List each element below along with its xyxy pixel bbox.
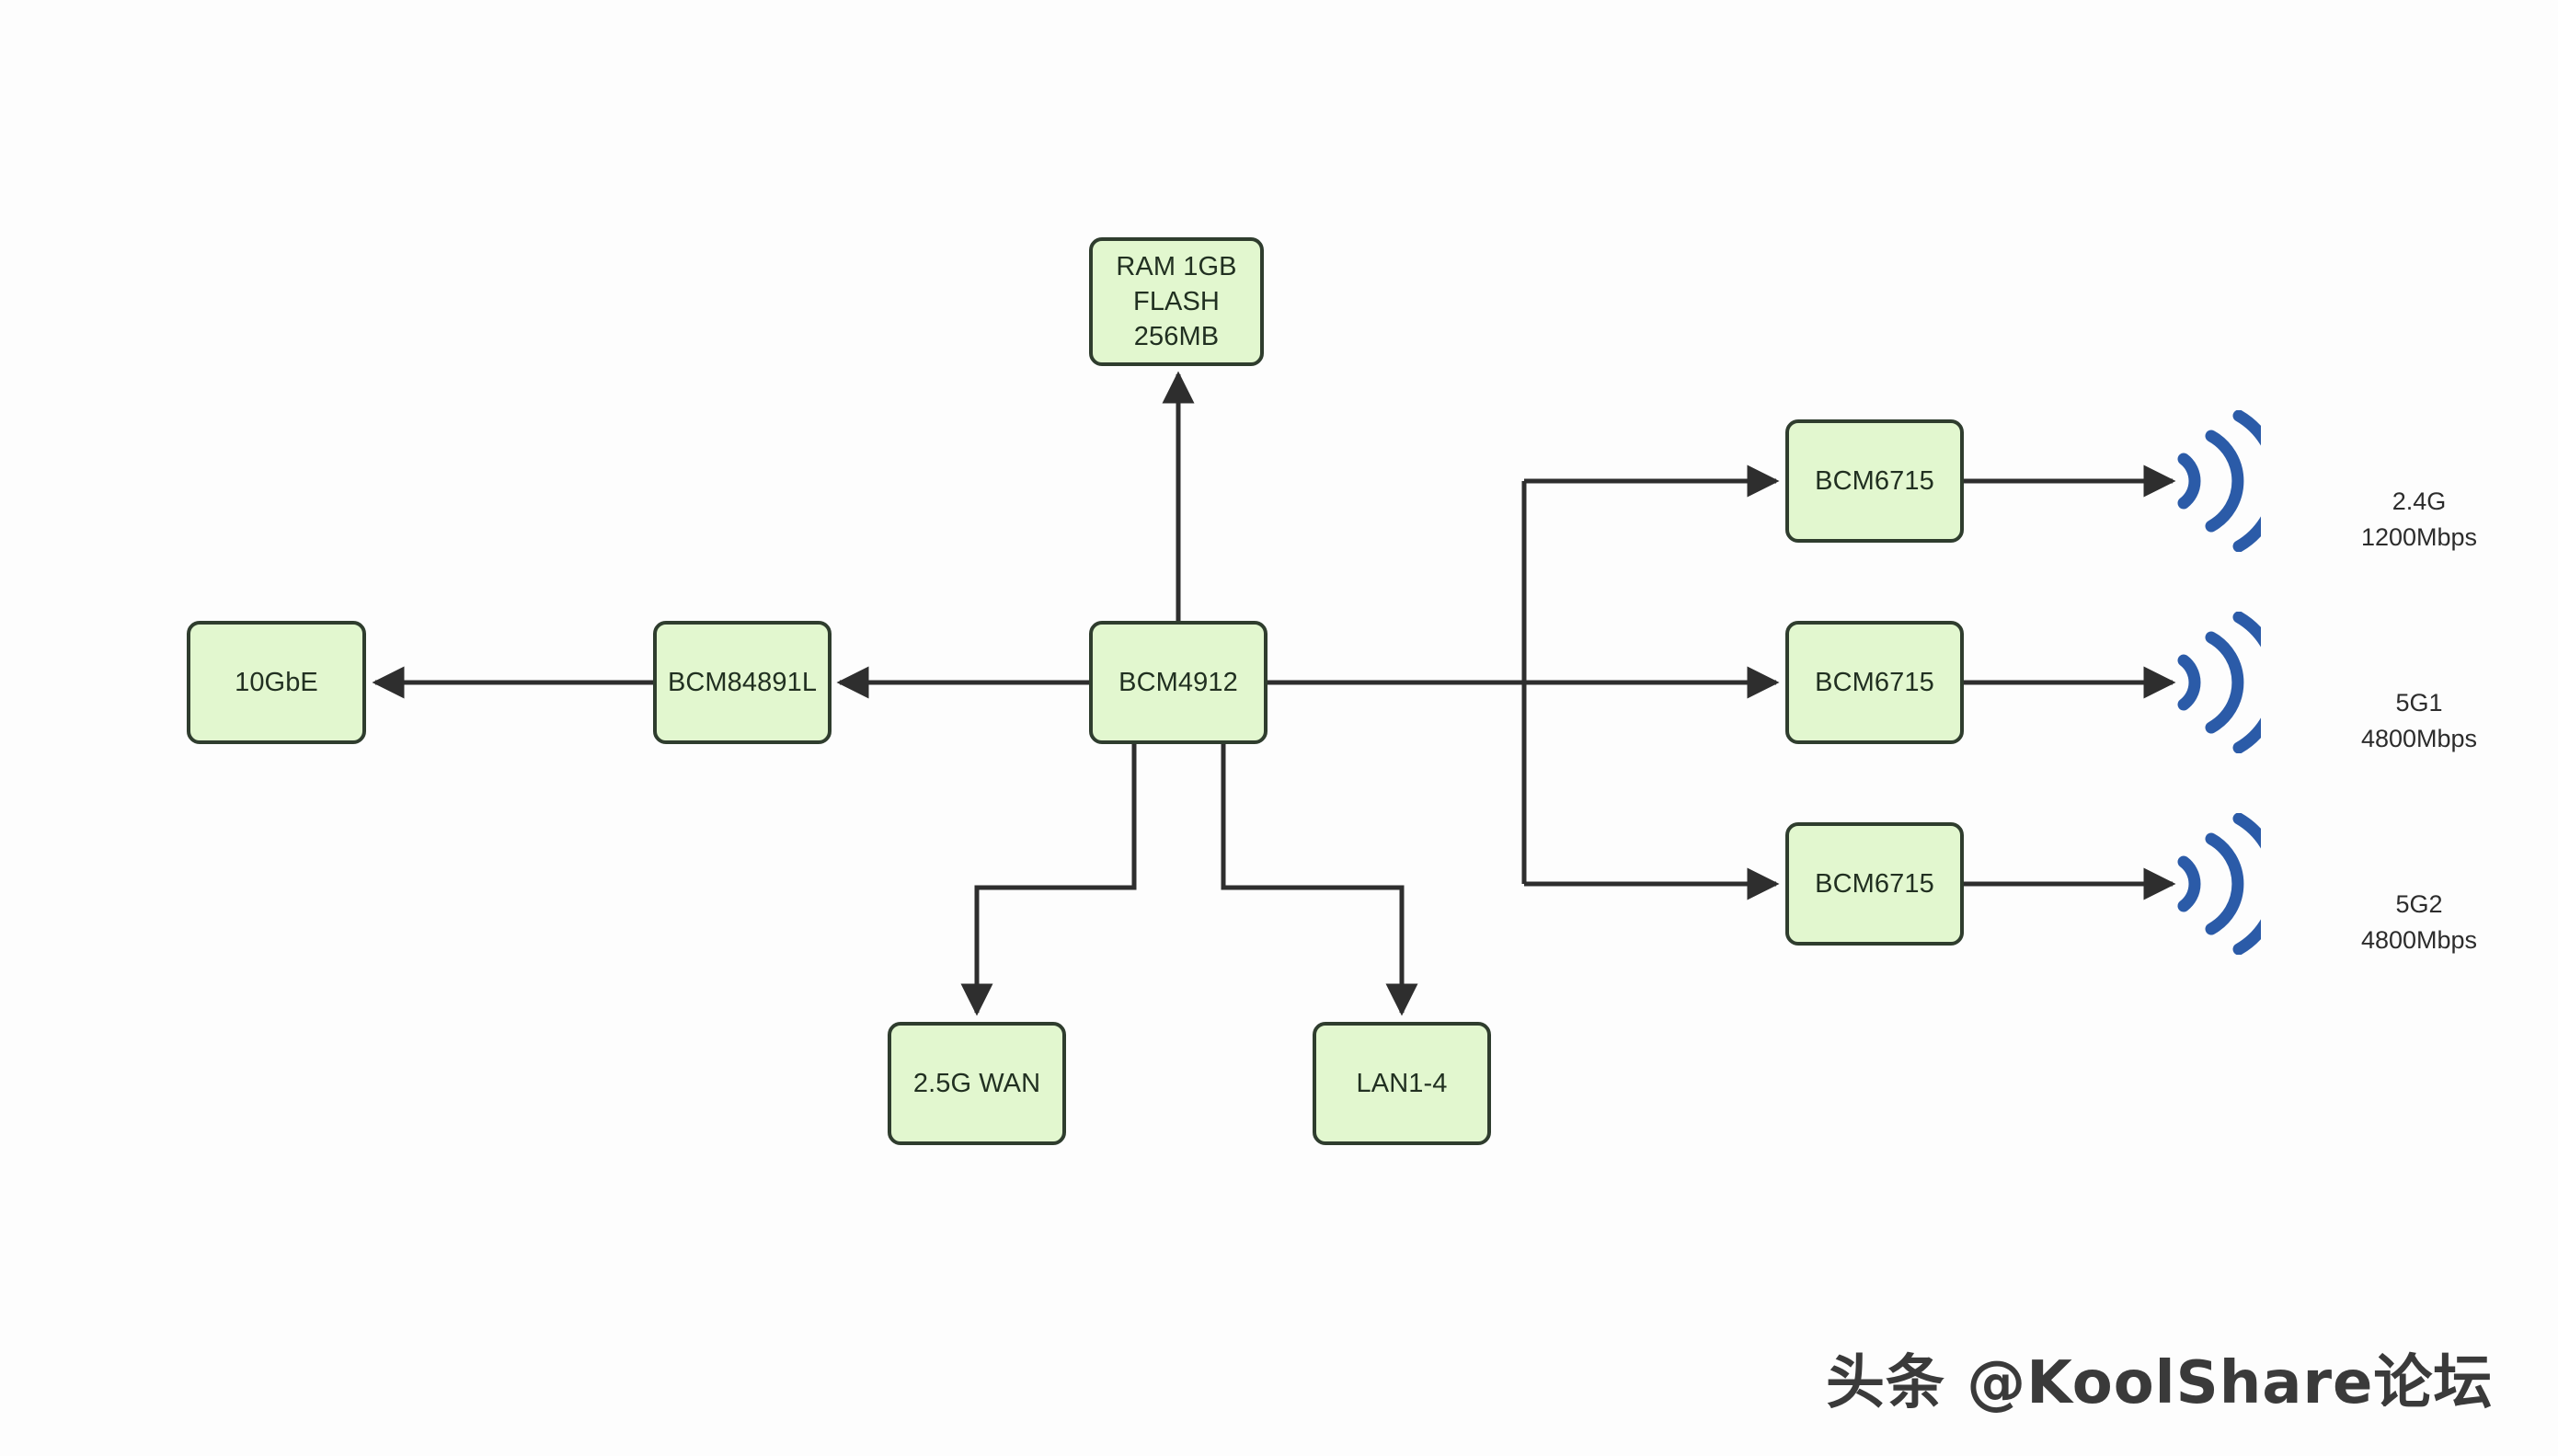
radio-caption-3-text: 5G2 4800Mbps xyxy=(2360,890,2478,955)
wifi-signal-icon-2 xyxy=(2177,612,2261,753)
node-bcm84891l[interactable]: BCM84891L xyxy=(653,621,832,744)
watermark: 头条 @KoolShare论坛 xyxy=(1826,1336,2493,1420)
node-10gbe[interactable]: 10GbE xyxy=(187,621,366,744)
node-bcm6715-radio1[interactable]: BCM6715 xyxy=(1785,419,1964,543)
node-memory[interactable]: RAM 1GB FLASH 256MB xyxy=(1089,237,1264,366)
radio-caption-1-text: 2.4G 1200Mbps xyxy=(2360,487,2478,552)
node-lan1-4[interactable]: LAN1-4 xyxy=(1313,1022,1491,1145)
radio-caption-2: 5G1 4800Mbps xyxy=(2304,649,2534,757)
edge-soc-to-wan xyxy=(960,744,1137,1016)
node-bcm6715-radio2-label: BCM6715 xyxy=(1815,667,1934,697)
radio-caption-1: 2.4G 1200Mbps xyxy=(2304,448,2534,556)
node-bcm6715-radio2[interactable]: BCM6715 xyxy=(1785,621,1964,744)
edge-soc-to-lan xyxy=(1221,744,1418,1016)
wifi-signal-icon-1 xyxy=(2177,410,2261,552)
watermark-text: 头条 @KoolShare论坛 xyxy=(1826,1349,2494,1417)
node-25g-wan[interactable]: 2.5G WAN xyxy=(888,1022,1066,1145)
node-bcm6715-radio3[interactable]: BCM6715 xyxy=(1785,822,1964,946)
node-25g-wan-label: 2.5G WAN xyxy=(912,1068,1041,1098)
node-memory-label: RAM 1GB FLASH 256MB xyxy=(1116,251,1237,352)
node-10gbe-label: 10GbE xyxy=(235,667,318,697)
node-lan1-4-label: LAN1-4 xyxy=(1356,1068,1448,1098)
node-bcm6715-radio3-label: BCM6715 xyxy=(1815,868,1934,899)
radio-caption-2-text: 5G1 4800Mbps xyxy=(2360,689,2478,753)
node-bcm84891l-label: BCM84891L xyxy=(667,667,818,697)
wifi-signal-icon-3 xyxy=(2177,813,2261,955)
radio-caption-3: 5G2 4800Mbps xyxy=(2304,851,2534,958)
node-bcm6715-radio1-label: BCM6715 xyxy=(1815,465,1934,496)
node-bcm4912[interactable]: BCM4912 xyxy=(1089,621,1268,744)
node-bcm4912-label: BCM4912 xyxy=(1118,667,1238,697)
